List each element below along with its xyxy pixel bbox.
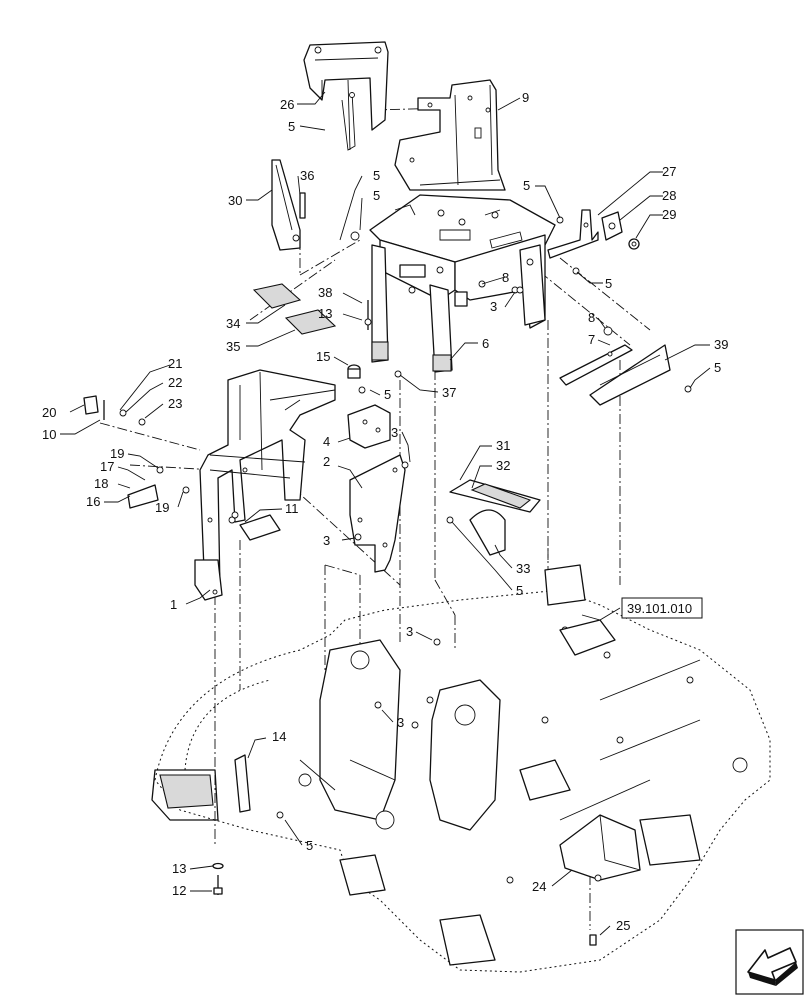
- callout-28: 28: [662, 188, 676, 203]
- part-10-support-frame: [194, 369, 336, 601]
- callout-32: 32: [496, 458, 510, 473]
- part-4-bracket: [347, 404, 391, 449]
- part-27-bracket: [547, 209, 599, 259]
- callout-5-i: 5: [306, 838, 313, 853]
- callout-10: 10: [42, 427, 56, 442]
- callout-14: 14: [272, 729, 286, 744]
- part-36-strip: [299, 192, 306, 219]
- part-32-strip: [470, 483, 532, 509]
- bolt-11: [231, 511, 239, 519]
- callout-11: 11: [285, 501, 299, 516]
- callout-18: 18: [94, 476, 108, 491]
- callout-9: 9: [522, 90, 529, 105]
- part-34-block: [252, 283, 302, 309]
- callout-22: 22: [168, 375, 182, 390]
- callout-3-e: 3: [397, 715, 404, 730]
- part-6-main-frame: [369, 194, 556, 373]
- callout-5-c: 5: [373, 188, 380, 203]
- callout-5-e: 5: [605, 276, 612, 291]
- callout-23: 23: [168, 396, 182, 411]
- callout-37: 37: [442, 385, 456, 400]
- bolt-37: [394, 370, 402, 378]
- bolt-5-lower: [276, 385, 692, 819]
- callout-29: 29: [662, 207, 676, 222]
- callout-7: 7: [588, 332, 595, 347]
- callout-19-b: 19: [155, 500, 169, 515]
- callout-5-h: 5: [516, 583, 523, 598]
- bolt-3: [354, 286, 524, 709]
- callout-19-a: 19: [110, 446, 124, 461]
- callout-36: 36: [300, 168, 314, 183]
- part-33-cover: [469, 509, 506, 556]
- callout-16: 16: [86, 494, 100, 509]
- part-35-block: [284, 309, 337, 335]
- bolt-8: [603, 326, 613, 336]
- part-39-plate: [589, 344, 671, 406]
- bolt-25: [589, 934, 597, 946]
- part-30-side-panel: [271, 159, 301, 251]
- part-7-rail: [559, 344, 633, 386]
- part-28-block: [601, 211, 623, 241]
- part-16-17-18-19-hardware: [127, 466, 190, 509]
- callout-13-b: 13: [172, 861, 186, 876]
- part-9-plate: [394, 79, 506, 191]
- callout-3-b: 3: [391, 425, 398, 440]
- callout-2: 2: [323, 454, 330, 469]
- callout-17: 17: [100, 459, 114, 474]
- callout-5-d: 5: [523, 178, 530, 193]
- callout-6: 6: [482, 336, 489, 351]
- callout-31: 31: [496, 438, 510, 453]
- reference-link-text: 39.101.010: [627, 601, 692, 616]
- callout-5-f: 5: [384, 387, 391, 402]
- part-24-cover: [559, 814, 641, 882]
- bolt-12-13: [212, 862, 224, 895]
- callout-5-b: 5: [373, 168, 380, 183]
- reference-link-box[interactable]: 39.101.010: [621, 597, 703, 619]
- part-2-plate: [349, 454, 406, 573]
- callout-5-a: 5: [288, 119, 295, 134]
- part-14-bracket: [234, 754, 251, 813]
- callout-1: 1: [170, 597, 177, 612]
- callout-3-d: 3: [406, 624, 413, 639]
- callout-35: 35: [226, 339, 240, 354]
- callout-25: 25: [616, 918, 630, 933]
- callout-39: 39: [714, 337, 728, 352]
- callout-13-a: 13: [318, 306, 332, 321]
- callout-33: 33: [516, 561, 530, 576]
- callout-30: 30: [228, 193, 242, 208]
- next-page-arrow-icon[interactable]: [735, 929, 804, 995]
- callout-21: 21: [168, 356, 182, 371]
- callout-8-a: 8: [502, 270, 509, 285]
- part-20-21-22-23-hardware: [83, 395, 146, 426]
- callout-38: 38: [318, 285, 332, 300]
- bolt-38-13: [364, 300, 372, 330]
- machine-base-frame: [151, 564, 771, 973]
- callout-5-g: 5: [714, 360, 721, 375]
- callout-15: 15: [316, 349, 330, 364]
- callout-labels: 26 5 9 30 36 5 5 5 27 28 29 5 8 3 6 38 1…: [42, 90, 728, 933]
- leader-lines: [60, 91, 711, 936]
- callout-26: 26: [280, 97, 294, 112]
- callout-24: 24: [532, 879, 546, 894]
- callout-8-b: 8: [588, 310, 595, 325]
- callout-12: 12: [172, 883, 186, 898]
- callout-27: 27: [662, 164, 676, 179]
- callout-3-a: 3: [490, 299, 497, 314]
- part-26-bracket: [303, 41, 389, 151]
- callout-3-c: 3: [323, 533, 330, 548]
- callout-20: 20: [42, 405, 56, 420]
- callout-4: 4: [323, 434, 330, 449]
- callout-34: 34: [226, 316, 240, 331]
- assembly-guide-lines: [99, 107, 651, 930]
- part-29-nut: [628, 238, 640, 250]
- part-15-cap: [347, 364, 361, 379]
